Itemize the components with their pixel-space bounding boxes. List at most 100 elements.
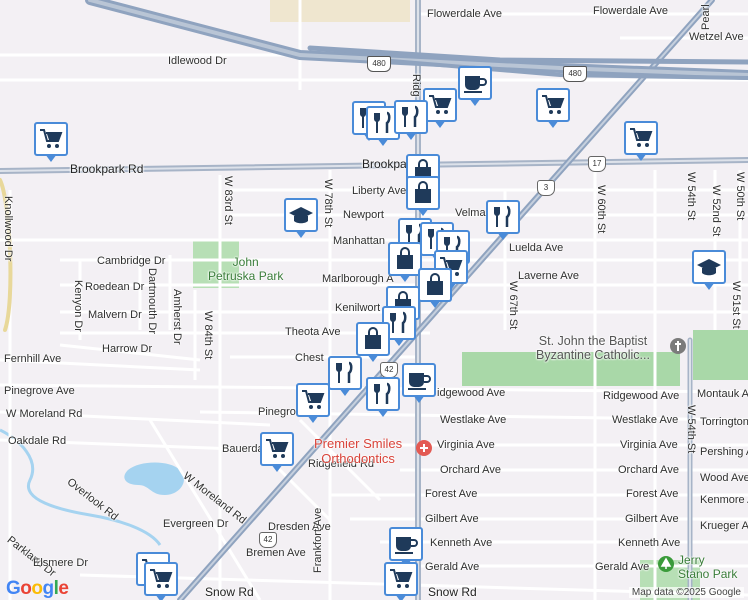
street-label: Evergreen Dr [163,518,229,530]
shopping-bag-pin[interactable] [406,176,446,216]
street-label: Gerald Ave [595,561,650,573]
street-label: Snow Rd [428,585,477,599]
pin-tail [377,409,389,417]
park-icon[interactable] [658,556,674,572]
pin-tail [307,415,319,423]
restaurant-icon [366,377,400,411]
pin-tail [399,274,411,282]
shopping-cart-pin[interactable] [624,121,664,161]
street-label: Montauk A [697,388,748,400]
street-label: W 54th St [685,405,697,454]
street-label: Dresden Ave [268,521,331,533]
restaurant-pin[interactable] [366,377,406,417]
street-label: Bauerda [222,443,264,455]
street-label: Pearl [700,4,712,30]
street-label: Wetzel Ave [689,31,744,43]
route-shield: 42 [380,362,398,378]
pin-tail [393,338,405,346]
graduation-cap-icon [284,198,318,232]
pin-tail [417,208,429,216]
street-label: Brookpark Rd [70,162,144,176]
pin-tail [497,232,509,240]
street-label: Orchard Ave [440,464,501,476]
pin-tail [295,230,307,238]
street-label: Pinegrove Ave [4,385,75,397]
street-label: Elsmere Dr [33,557,89,569]
street-label: Gerald Ave [425,561,480,573]
street-label: idgewood Ave [437,387,506,399]
street-label: Snow Rd [205,585,254,599]
pin-tail [547,120,559,128]
pin-tail [377,138,389,146]
route-shield: 17 [588,156,606,172]
street-label: Cambridge Dr [97,255,166,267]
cafe-pin[interactable] [458,66,498,106]
shopping-cart-pin[interactable] [536,88,576,128]
pin-tail [635,153,647,161]
pin-tail [339,388,351,396]
park-label[interactable]: Jerry Stano Park [678,553,738,581]
shopping-bag-icon [388,242,422,276]
pin-tail [434,120,446,128]
pin-tail [155,594,167,600]
hospital-icon[interactable] [416,440,432,456]
street-label: Newport [343,209,384,221]
street-label: Knollwood Dr [2,196,14,262]
street-label: W Moreland Rd [6,408,83,420]
street-label: Velma [455,207,486,219]
dentist-label[interactable]: Premier Smiles Orthodontics [314,436,403,466]
park-area [193,240,239,288]
school-pin[interactable] [692,250,732,290]
street-label: Dartmouth Dr [146,268,158,335]
graduation-cap-icon [692,250,726,284]
shopping-bag-icon [356,322,390,356]
shopping-cart-pin[interactable] [423,88,463,128]
street-label: Roedean Dr [85,281,145,293]
restaurant-pin[interactable] [394,100,434,140]
street-label: Westlake Ave [612,414,679,426]
street-label: Bremen Ave [246,547,306,559]
shopping-cart-pin[interactable] [296,383,336,423]
shopping-cart-pin[interactable] [260,432,300,472]
church-label[interactable]: St. John the Baptist Byzantine Catholic.… [536,334,650,362]
interstate-shield: 480 [563,66,587,82]
shopping-bag-pin[interactable] [418,268,458,308]
restaurant-icon [486,200,520,234]
shopping-bag-icon [406,176,440,210]
street-label: Fernhill Ave [4,353,62,365]
pin-tail [395,594,407,600]
route-shield: 3 [537,180,555,196]
shopping-bag-pin[interactable] [388,242,428,282]
map-attribution[interactable]: Map data ©2025 Google [628,587,744,598]
school-pin[interactable] [284,198,324,238]
route-shield: 42 [259,532,277,548]
street-label: W 67th St [507,281,519,330]
interstate-shield: 480 [367,56,391,72]
coffee-cup-icon [402,363,436,397]
street-label: Oakdale Rd [8,435,67,447]
cafe-pin[interactable] [402,363,442,403]
shopping-cart-pin[interactable] [144,562,184,600]
street-label: Ridgefield Rd [308,458,375,470]
street-label: Laverne Ave [518,270,579,282]
restaurant-pin[interactable] [328,356,368,396]
restaurant-pin[interactable] [486,200,526,240]
pin-tail [367,354,379,362]
street-label: Kenneth Ave [430,537,493,549]
street-label: W 83rd St [222,176,234,225]
street-label: W 50th St [734,172,746,221]
cafe-pin[interactable] [389,527,429,567]
pin-tail [703,282,715,290]
shopping-bag-pin[interactable] [356,322,396,362]
park-label[interactable]: John Petruska Park [208,255,284,283]
shopping-cart-pin[interactable] [34,122,74,162]
land-area [270,0,410,22]
shopping-cart-pin[interactable] [384,562,424,600]
shopping-cart-icon [624,121,658,155]
street-label: Forest Ave [425,488,478,500]
park-area [462,352,680,386]
pin-tail [469,98,481,106]
street-label: Kenyon Dr [72,280,84,332]
church-icon[interactable] [670,338,686,354]
